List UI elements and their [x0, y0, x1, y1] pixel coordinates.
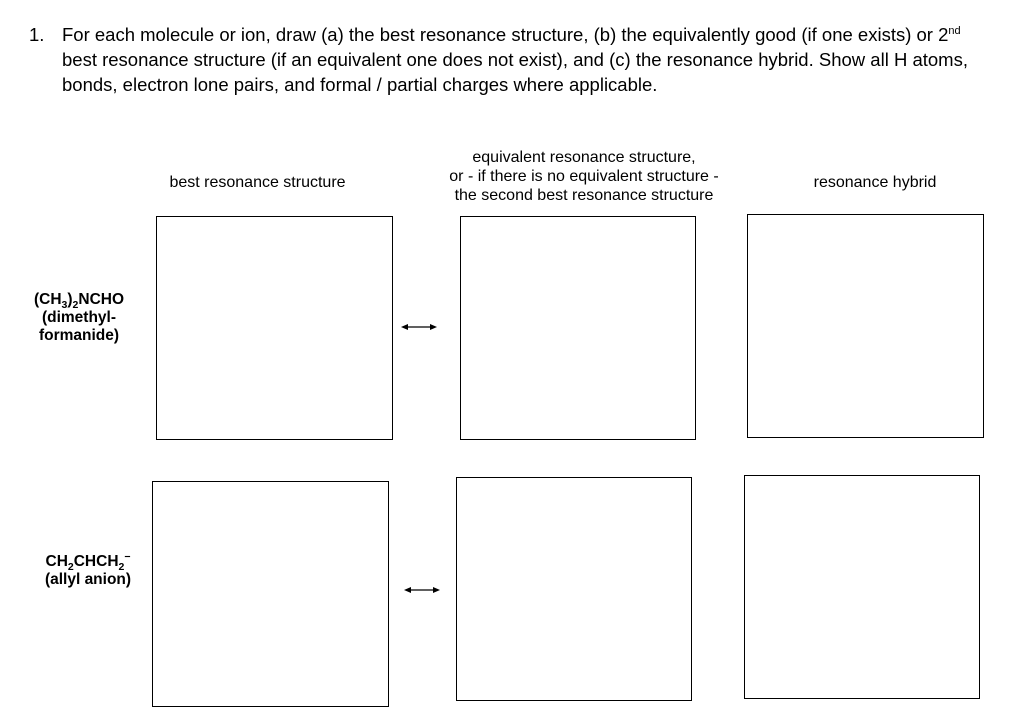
header-equivalent-structure: equivalent resonance structure, or - if … — [449, 149, 719, 204]
drawing-box-best-allyl[interactable] — [152, 481, 389, 707]
formula-allyl-anion: CH2CHCH2− — [45, 550, 131, 574]
row-label-dimethylformamide: (CH3)2NCHO (dimethyl- formanide) — [14, 291, 144, 345]
question-prompt: 1. For each molecule or ion, draw (a) th… — [29, 22, 999, 97]
ordinal-suffix: nd — [948, 24, 961, 37]
double-headed-arrow-icon — [404, 587, 440, 593]
row-label-allyl-anion: CH2CHCH2− (allyl anion) — [26, 550, 150, 589]
double-headed-arrow-icon — [401, 324, 437, 330]
drawing-box-equivalent-dmf[interactable] — [460, 216, 696, 440]
header-resonance-hybrid: resonance hybrid — [813, 174, 937, 191]
formula-dimethylformamide: (CH3)2NCHO — [33, 291, 125, 312]
question-text: For each molecule or ion, draw (a) the b… — [62, 24, 968, 95]
drawing-box-best-dmf[interactable] — [156, 216, 393, 440]
drawing-box-hybrid-dmf[interactable] — [747, 214, 984, 438]
question-number: 1. — [29, 24, 45, 45]
drawing-box-hybrid-allyl[interactable] — [744, 475, 980, 699]
header-best-structure: best resonance structure — [169, 174, 346, 191]
drawing-box-equivalent-allyl[interactable] — [456, 477, 692, 701]
